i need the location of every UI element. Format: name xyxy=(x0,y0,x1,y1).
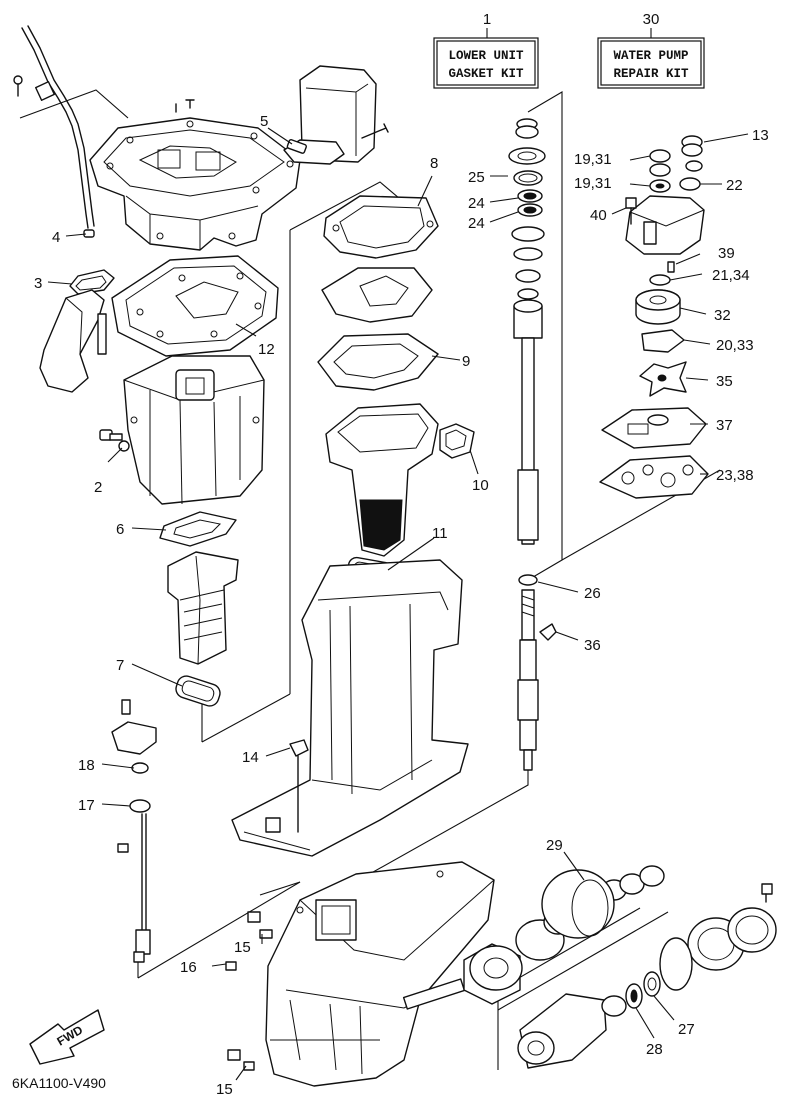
o-ring-29 xyxy=(571,879,609,937)
gasket-9 xyxy=(317,333,439,391)
gasket-8 xyxy=(323,195,439,259)
callout-numbers: 5 4 3 12 2 6 7 8 9 10 11 14 18 17 25 24 … xyxy=(34,113,769,1098)
grouping-lines xyxy=(19,89,721,1070)
callout-19-31-a: 19,31 xyxy=(574,151,612,168)
gear-bearing-group xyxy=(463,865,665,1005)
gasket-kit-title-2: GASKET KIT xyxy=(448,67,524,81)
bolt-2 xyxy=(99,429,130,452)
callout-6: 6 xyxy=(116,521,124,538)
bearing-housing xyxy=(517,993,627,1069)
callout-26: 26 xyxy=(584,585,601,602)
drain-screws xyxy=(225,911,273,1071)
callout-25: 25 xyxy=(468,169,485,186)
gasket-10 xyxy=(439,423,475,459)
water-tube xyxy=(13,25,95,229)
callout-28: 28 xyxy=(646,1041,663,1058)
pump-kit-ref: 30 xyxy=(643,11,660,28)
callout-13: 13 xyxy=(752,127,769,144)
lower-case xyxy=(265,861,495,1087)
callout-39: 39 xyxy=(718,245,735,262)
shift-rod-bracket xyxy=(39,289,107,393)
callout-15a: 15 xyxy=(234,939,251,956)
callout-40: 40 xyxy=(590,207,607,224)
callout-20-33: 20,33 xyxy=(716,337,754,354)
rear-housing-parts xyxy=(659,883,777,991)
gasket-upper-2 xyxy=(321,267,433,323)
exhaust-guide xyxy=(167,551,239,665)
upper-casing-main xyxy=(231,559,469,857)
callout-27: 27 xyxy=(678,1021,695,1038)
callout-35: 35 xyxy=(716,373,733,390)
callout-11: 11 xyxy=(432,525,448,542)
oil-pan xyxy=(325,403,439,557)
callout-18: 18 xyxy=(78,757,95,774)
callout-37: 37 xyxy=(716,417,733,434)
drive-shaft-stack xyxy=(508,118,546,771)
callout-9: 9 xyxy=(462,353,470,370)
gasket-12 xyxy=(111,255,279,357)
pump-kit-title-2: REPAIR KIT xyxy=(613,67,689,81)
callout-leaders xyxy=(47,127,749,1081)
seals-27-28 xyxy=(625,971,661,1009)
callout-21-34: 21,34 xyxy=(712,267,750,284)
exhaust-manifold xyxy=(123,355,265,505)
water-pump-kit-box: 30 WATER PUMP REPAIR KIT xyxy=(597,11,705,89)
callout-32: 32 xyxy=(714,307,731,324)
callout-8: 8 xyxy=(430,155,438,172)
fwd-arrow: FWD xyxy=(29,1009,105,1065)
shift-rod-assembly xyxy=(111,699,157,963)
clip-14 xyxy=(289,739,309,833)
clip-36 xyxy=(539,623,557,641)
pump-kit-title-1: WATER PUMP xyxy=(613,49,688,63)
callout-23-38: 23,38 xyxy=(716,467,754,484)
gasket-5 xyxy=(286,139,307,154)
callout-3: 3 xyxy=(34,275,42,292)
callout-10: 10 xyxy=(472,477,489,494)
seal-7 xyxy=(175,675,221,707)
gasket-kit-title-1: LOWER UNIT xyxy=(448,49,524,63)
gasket-6 xyxy=(159,511,237,547)
callout-36: 36 xyxy=(584,637,601,654)
callout-24a: 24 xyxy=(468,195,485,212)
callout-15b: 15 xyxy=(216,1081,233,1098)
gasket-kit-ref: 1 xyxy=(483,11,491,28)
callout-14: 14 xyxy=(242,749,259,766)
callout-4: 4 xyxy=(52,229,60,246)
gasket-kit-box: 1 LOWER UNIT GASKET KIT xyxy=(433,11,539,89)
callout-2: 2 xyxy=(94,479,102,496)
tube-end-4 xyxy=(83,229,95,238)
gasket-3 xyxy=(69,269,115,295)
callout-7: 7 xyxy=(116,657,124,674)
callout-19-31-b: 19,31 xyxy=(574,175,612,192)
callout-5: 5 xyxy=(260,113,268,130)
callout-29: 29 xyxy=(546,837,563,854)
callout-12: 12 xyxy=(258,341,275,358)
upper-casing xyxy=(89,99,301,251)
callout-17: 17 xyxy=(78,797,95,814)
callout-22: 22 xyxy=(726,177,743,194)
diagram-code: 6KA1100-V490 xyxy=(12,1075,106,1091)
callout-24b: 24 xyxy=(468,215,485,232)
water-pump-parts xyxy=(599,135,709,499)
callout-16: 16 xyxy=(180,959,197,976)
